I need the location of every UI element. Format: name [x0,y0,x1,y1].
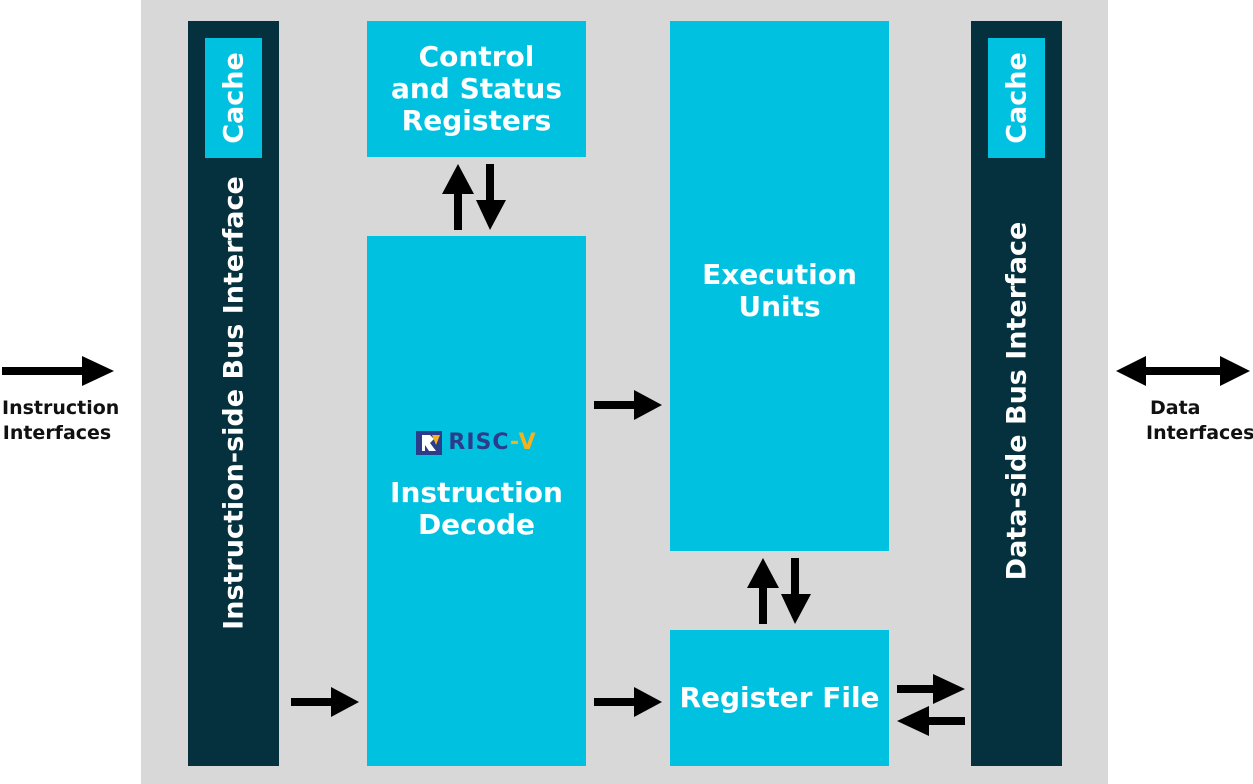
instruction-decode-block: RISC-V Instruction Decode [367,236,586,766]
data-interfaces-label: Data Interfaces [1146,396,1253,446]
risc-v-logo-icon [416,430,443,455]
data-cache: Cache [988,38,1045,158]
regfile-databus-exchange-arrows [897,674,965,736]
register-file-block: Register File [670,630,889,766]
register-file-label: Register File [679,681,880,714]
csr-line-1: Control [418,40,535,73]
risc-v-logo: RISC-V [416,430,536,455]
data-bus-interface: Cache Data-side Bus Interface [971,21,1062,766]
decode-line-1: Instruction [390,476,563,509]
core-panel [141,0,1108,784]
csr-line-2: and Status [390,72,563,105]
instruction-input-arrow [2,356,114,386]
instruction-cache-label: Cache [218,52,249,144]
exec-line-2: Units [738,290,821,323]
control-status-registers-block: Control and Status Registers [367,21,586,157]
instruction-bus-interface: Cache Instruction-side Bus Interface [188,21,279,766]
instruction-interfaces-label: Instruction Interfaces [2,396,120,446]
instruction-interfaces-line-1: Instruction [2,397,120,419]
instruction-bus-label: Instruction-side Bus Interface [218,176,249,630]
bus-to-decode-arrow [291,687,359,717]
execution-units-block: Execution Units [670,21,889,551]
data-cache-label: Cache [1001,52,1032,144]
data-interfaces-line-1: Data [1150,397,1201,419]
instruction-cache: Cache [205,38,262,158]
csr-decode-updown-arrows [442,164,506,230]
decode-line-2: Decode [417,508,536,541]
data-bus-label: Data-side Bus Interface [1001,221,1032,581]
csr-line-3: Registers [401,104,552,137]
exec-regfile-updown-arrows [747,558,811,624]
instruction-interfaces-line-2: Interfaces [2,422,112,444]
exec-line-1: Execution [702,258,857,291]
data-interfaces-line-2: Interfaces [1146,422,1253,444]
decode-to-regfile-arrow [594,687,662,717]
risc-v-logo-main: RISC [448,430,511,455]
risc-v-logo-suffix: V [518,430,537,455]
data-bidirectional-arrow [1116,356,1250,386]
decode-to-exec-arrow [594,390,662,420]
